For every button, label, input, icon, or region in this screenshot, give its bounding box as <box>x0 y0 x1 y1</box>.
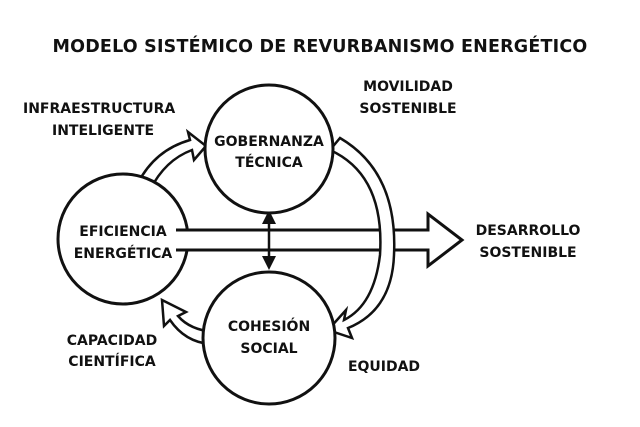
node-cohesion-circle <box>201 270 337 406</box>
label-desarrollo-line1: DESARROLLO <box>476 223 581 239</box>
label-equidad: EQUIDAD <box>348 359 420 375</box>
arrow-shaft-overlay <box>180 231 205 249</box>
node-gobernanza-line2: TÉCNICA <box>235 154 303 171</box>
label-infraestructura-line1: INFRAESTRUCTURA <box>23 101 175 117</box>
diagram-title: MODELO SISTÉMICO DE REVURBANISMO ENERGÉT… <box>53 35 588 57</box>
label-movilidad-line1: MOVILIDAD <box>363 79 453 95</box>
label-movilidad-line2: SOSTENIBLE <box>359 101 456 117</box>
arrow-gobernanza-to-cohesion <box>325 136 396 341</box>
double-arrow-gobernanza-cohesion <box>262 210 276 270</box>
node-gobernanza-circle <box>203 83 335 215</box>
arrow-eficiencia-to-desarrollo <box>174 210 465 270</box>
node-gobernanza-line1: GOBERNANZA <box>214 134 324 150</box>
label-capacidad-line2: CIENTÍFICA <box>68 353 156 370</box>
node-cohesion-line2: SOCIAL <box>240 341 297 357</box>
node-eficiencia-line1: EFICIENCIA <box>79 224 167 240</box>
label-infraestructura-line2: INTELIGENTE <box>52 123 154 139</box>
node-eficiencia-line2: ENERGÉTICA <box>74 245 173 262</box>
node-cohesion-line1: COHESIÓN <box>228 317 310 335</box>
label-capacidad-line1: CAPACIDAD <box>67 333 157 349</box>
arrow-cohesion-to-eficiencia <box>160 297 216 346</box>
label-desarrollo-line2: SOSTENIBLE <box>479 245 576 261</box>
